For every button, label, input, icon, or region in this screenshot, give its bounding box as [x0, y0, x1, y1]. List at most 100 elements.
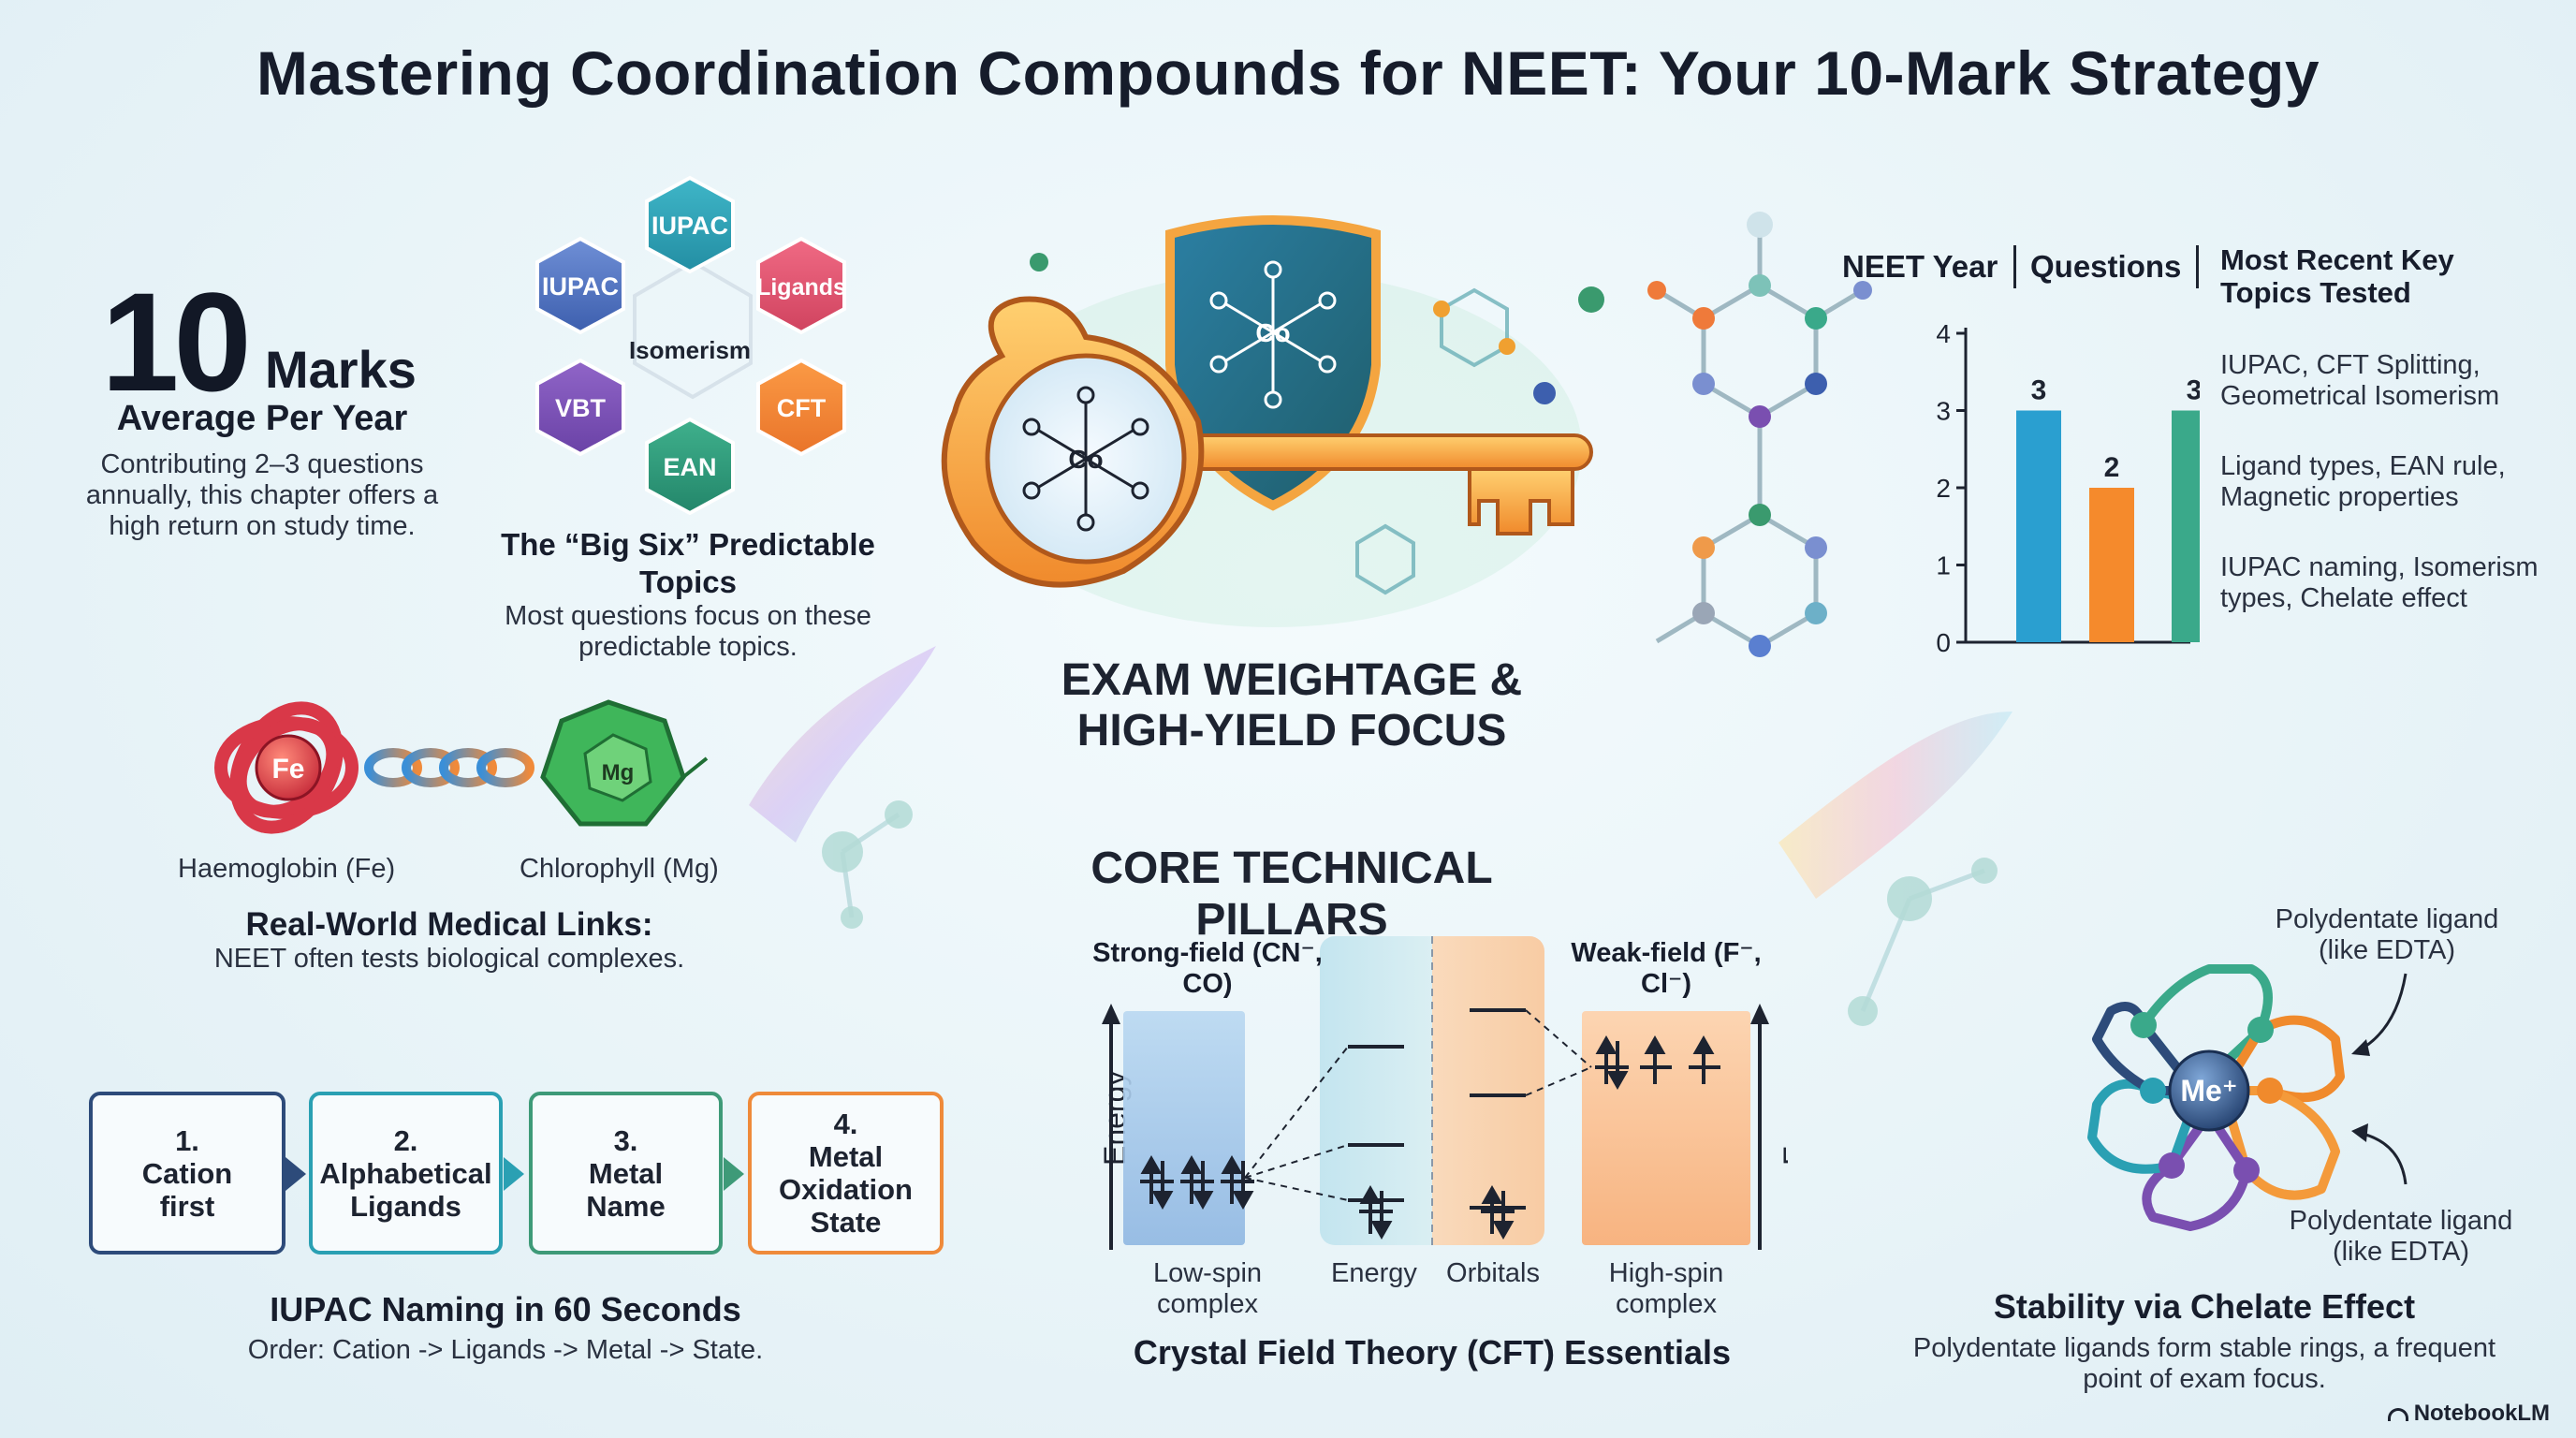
iupac-step-3: 3.Metal Name [529, 1092, 723, 1255]
step-number: 3. [613, 1123, 638, 1157]
step-number: 1. [175, 1123, 199, 1157]
step-number: 2. [393, 1123, 418, 1157]
electron-single [1689, 1034, 1720, 1084]
header-divider [2013, 245, 2016, 288]
big-six-hexagons: IUPAC IUPAC Ligands VBT CFT EAN Isomeris… [535, 175, 846, 515]
hex-label: CFT [777, 394, 827, 422]
low-spin-label: Low-spin complex [1152, 1258, 1263, 1319]
y-tick-label: 2 [1936, 474, 1951, 503]
iupac-step-1: 1.Cation first [89, 1092, 285, 1255]
haemoglobin-label: Haemoglobin (Fe) [178, 854, 396, 884]
hex-cft [756, 358, 846, 457]
cft-diagram: Energy Energy [1098, 936, 1788, 1250]
topic-row-3: IUPAC naming, Isomerism types, Chelate e… [2220, 552, 2539, 613]
high-spin-label: High-spin complex [1608, 1258, 1724, 1319]
iupac-step-2: 2.Alphabetical Ligands [309, 1092, 503, 1255]
hex-ean [645, 417, 735, 515]
hex-ligands [756, 236, 846, 335]
electron-pair [1140, 1154, 1174, 1211]
orbitals-label: Orbitals [1446, 1258, 1540, 1288]
marks-label: Marks [265, 340, 417, 399]
notebooklm-icon [2387, 1408, 2408, 1421]
brand-label: NotebookLM [2387, 1401, 2550, 1427]
marks-description: Contributing 2–3 questions annually, thi… [85, 449, 439, 541]
chelate-illustration: Me⁺ [2087, 964, 2345, 1231]
electron-pair [1221, 1154, 1254, 1211]
weak-field-label: Weak-field (F⁻, Cl⁻) [1571, 938, 1762, 999]
electron-single [1640, 1034, 1672, 1084]
medical-title: Real-World Medical Links: [245, 906, 653, 943]
electron-pair [1359, 1184, 1393, 1240]
chart-header-year: NEET Year [1842, 249, 1998, 284]
strong-field-label: Strong-field (CN⁻, CO) [1092, 938, 1323, 999]
iupac-step-4: 4.Metal Oxidation State [748, 1092, 944, 1255]
metal-ion-icon [2168, 1049, 2250, 1132]
iupac-title: IUPAC Naming in 60 Seconds [270, 1290, 741, 1328]
arrow-curved-icon [2358, 973, 2408, 1052]
callout-arrows [2351, 973, 2408, 1185]
medical-illustration: Fe Mg [214, 699, 709, 834]
key-icon [1168, 433, 1593, 471]
arrow-right-icon [285, 1157, 306, 1191]
step-number: 4. [833, 1108, 858, 1140]
weak-field-panel [1582, 1011, 1750, 1245]
exam-weightage-title: EXAM WEIGHTAGE & HIGH-YIELD FOCUS [1061, 655, 1523, 756]
cft-title: Crystal Field Theory (CFT) Essentials [1133, 1333, 1732, 1372]
topic-row-1: IUPAC, CFT Splitting, Geometrical Isomer… [2220, 350, 2500, 411]
y-tick-label: 1 [1936, 551, 1951, 580]
bar [2172, 410, 2200, 642]
complex-symbol: Co [1068, 445, 1103, 474]
hex-label: IUPAC [651, 212, 728, 240]
chelate-title: Stability via Chelate Effect [1993, 1287, 2416, 1326]
molecule-decoration [1647, 212, 1872, 657]
electron-pair [1481, 1184, 1515, 1240]
topic-row-2: Ligand types, EAN rule, Magnetic propert… [2220, 451, 2506, 512]
key-shield-illustration: Co Co [941, 215, 1604, 627]
mg-symbol: Mg [602, 760, 635, 785]
step-label: Cation first [141, 1156, 233, 1223]
chlorophyll-icon [540, 699, 709, 827]
chlorophyll-label: Chlorophyll (Mg) [520, 854, 719, 884]
strong-field-panel [1123, 1011, 1245, 1245]
core-pillars-title: CORE TECHNICAL PILLARS [1090, 844, 1493, 945]
haemoglobin-icon [214, 701, 359, 834]
hex-iupac-top [645, 175, 735, 274]
step-label: Metal Oxidation State [779, 1140, 913, 1239]
marks-average: Average Per Year [116, 399, 408, 438]
iupac-subtitle: Order: Cation -> Ligands -> Metal -> Sta… [247, 1335, 764, 1365]
energy-label: Energy [1331, 1258, 1417, 1288]
chelate-subtitle: Polydentate ligands form stable rings, a… [1912, 1333, 2496, 1394]
complex-symbol: Co [1255, 318, 1290, 347]
header-divider [2196, 245, 2199, 288]
marks-number: 10 [101, 263, 252, 420]
hex-label: Ligands [756, 274, 846, 301]
hex-vbt [535, 358, 625, 457]
chain-icon [364, 748, 534, 787]
hex-label: VBT [555, 394, 607, 422]
hex-iupac-left [535, 236, 625, 335]
orbital-panel [1320, 936, 1544, 1245]
hex-label-center: Isomerism [629, 336, 751, 364]
chart-header-questions: Questions [2030, 249, 2182, 284]
page-title: Mastering Coordination Compounds for NEE… [256, 38, 2320, 108]
chelate-label-top: Polydentate ligand (like EDTA) [2275, 904, 2499, 965]
medical-subtitle: NEET often tests biological complexes. [213, 944, 685, 974]
step-label: Metal Name [586, 1156, 666, 1223]
energy-axis-label: Energy [1778, 1071, 1788, 1166]
bar-value-label: 2 [2104, 452, 2120, 483]
hex-label: EAN [663, 453, 716, 481]
electron-pair [1180, 1154, 1214, 1211]
y-tick-label: 3 [1936, 397, 1951, 426]
bar-value-label: 3 [2031, 375, 2047, 406]
arrow-right-icon [724, 1157, 744, 1191]
y-tick-label: 0 [1936, 628, 1951, 657]
metal-symbol: Me⁺ [2180, 1074, 2237, 1108]
fe-symbol: Fe [271, 754, 304, 785]
chelate-label-bottom: Polydentate ligand (like EDTA) [2289, 1206, 2513, 1267]
big-six-subtitle: Most questions focus on these predictabl… [505, 601, 871, 662]
big-six-title: The “Big Six” Predictable Topics [501, 527, 875, 599]
bar [2016, 410, 2061, 642]
brand-text: NotebookLM [2413, 1401, 2550, 1426]
